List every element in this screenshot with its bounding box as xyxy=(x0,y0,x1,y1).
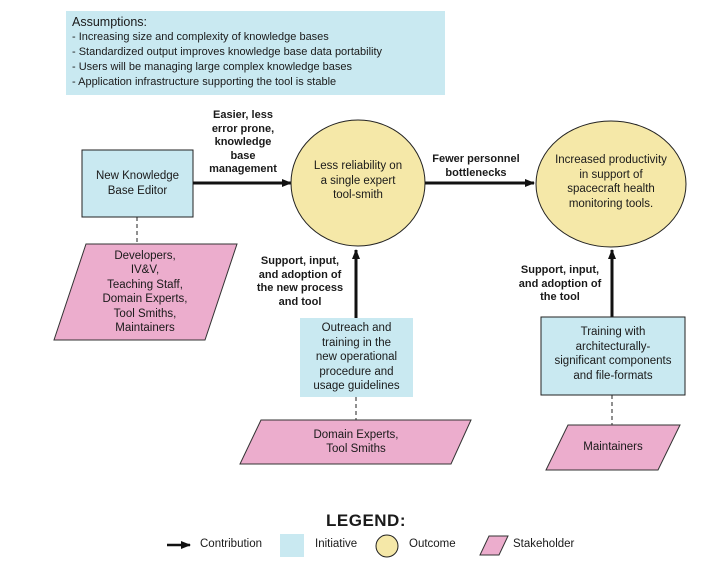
assumption-item: - Users will be managing large complex k… xyxy=(72,61,353,73)
legend-initiative-swatch xyxy=(280,534,304,557)
initiative-editor-label: New Knowledge Base Editor xyxy=(95,170,180,197)
text-line: bottlenecks xyxy=(445,166,507,179)
legend-outcome-swatch xyxy=(375,534,399,558)
edge-label-editor-reliability: Easier, less error prone, knowledge base… xyxy=(198,109,288,177)
text-line: training in the xyxy=(321,336,392,349)
text-line: Outreach and xyxy=(321,322,392,335)
text-line: significant components xyxy=(554,355,672,367)
initiative-outreach-box xyxy=(300,318,413,397)
text-line: Training with xyxy=(580,326,646,338)
text-line: procedure and xyxy=(319,365,394,378)
stakeholder-domain-shape xyxy=(239,419,472,465)
text-line: Support, input, xyxy=(260,255,340,267)
edge-label-outreach-reliability: Support, input, and adoption of the new … xyxy=(251,255,349,309)
stakeholder-maintainers-label: Maintainers xyxy=(560,426,666,469)
legend-label-initiative: Initiative xyxy=(315,538,358,550)
text-line: monitoring tools. xyxy=(568,197,654,210)
text-line: the new process xyxy=(256,282,344,294)
initiative-training-label: Training with architecturally- significa… xyxy=(542,320,684,388)
legend-label-stakeholder: Stakeholder xyxy=(513,538,575,550)
text-line: Increased productivity xyxy=(555,154,667,166)
text-line: Domain Experts, xyxy=(102,293,188,305)
assumption-item: - Increasing size and complexity of know… xyxy=(72,31,329,43)
text-line: Maintainers xyxy=(583,441,643,454)
text-line: Support, input, xyxy=(520,264,600,276)
assumption-item: - Application infrastructure supporting … xyxy=(72,76,337,88)
legend-stakeholder-swatch xyxy=(479,535,509,556)
legend-label-outcome: Outcome xyxy=(409,538,456,550)
stakeholder-maintainers-shape xyxy=(545,424,681,471)
text-line: Tool Smiths xyxy=(326,443,386,455)
initiative-editor-box xyxy=(81,149,194,218)
text-line: base xyxy=(230,149,256,162)
text-line: Domain Experts, xyxy=(313,428,399,441)
text-line: new operational xyxy=(315,351,398,364)
outcome-productivity-shape xyxy=(535,120,687,248)
text-line: and tool xyxy=(278,295,322,308)
text-line: architecturally- xyxy=(575,340,651,353)
text-line: the tool xyxy=(540,291,580,303)
text-line: Teaching Staff, xyxy=(107,278,183,291)
text-line: and adoption of xyxy=(518,277,602,290)
stakeholder-devs-shape xyxy=(53,243,238,341)
assumption-item: - Standardized output improves knowledge… xyxy=(72,46,383,58)
text-line: IV&V, xyxy=(130,264,160,276)
text-line: in support of xyxy=(579,168,643,181)
text-line: error prone, xyxy=(211,122,275,135)
text-line: and file-formats xyxy=(573,369,653,382)
legend-label-contribution: Contribution xyxy=(200,538,263,550)
outcome-reliability-label: Less reliability on a single expert tool… xyxy=(300,150,416,212)
text-line: knowledge xyxy=(214,136,272,148)
text-line: Maintainers xyxy=(115,322,175,334)
stakeholder-devs-label: Developers, IV&V, Teaching Staff, Domain… xyxy=(70,246,220,338)
text-line: spacecraft health xyxy=(567,183,655,195)
text-line: usage guidelines xyxy=(313,380,400,393)
initiative-training-box xyxy=(540,316,686,396)
text-line: Easier, less xyxy=(213,109,273,121)
stakeholder-domain-label: Domain Experts, Tool Smiths xyxy=(270,421,442,463)
text-line: a single expert xyxy=(320,174,396,187)
text-line: and adoption of xyxy=(258,268,342,281)
initiative-outreach-label: Outreach and training in the new operati… xyxy=(300,318,413,397)
text-line: Fewer personnel xyxy=(432,153,520,165)
edge-label-training-productivity: Support, input, and adoption of the tool xyxy=(514,264,606,305)
edge-label-reliability-productivity: Fewer personnel bottlenecks xyxy=(424,153,528,180)
text-line: Less reliability on xyxy=(313,160,403,173)
legend-title: LEGEND: xyxy=(326,511,406,530)
text-line: Developers, xyxy=(114,249,176,262)
text-line: management xyxy=(209,163,277,175)
assumptions-title: Assumptions: xyxy=(72,15,148,29)
text-line: Tool Smiths, xyxy=(113,307,177,320)
outcome-productivity-label: Increased productivity in support of spa… xyxy=(546,148,676,216)
text-line: tool-smith xyxy=(333,189,383,202)
assumptions-box: Assumptions: - Increasing size and compl… xyxy=(66,11,445,95)
